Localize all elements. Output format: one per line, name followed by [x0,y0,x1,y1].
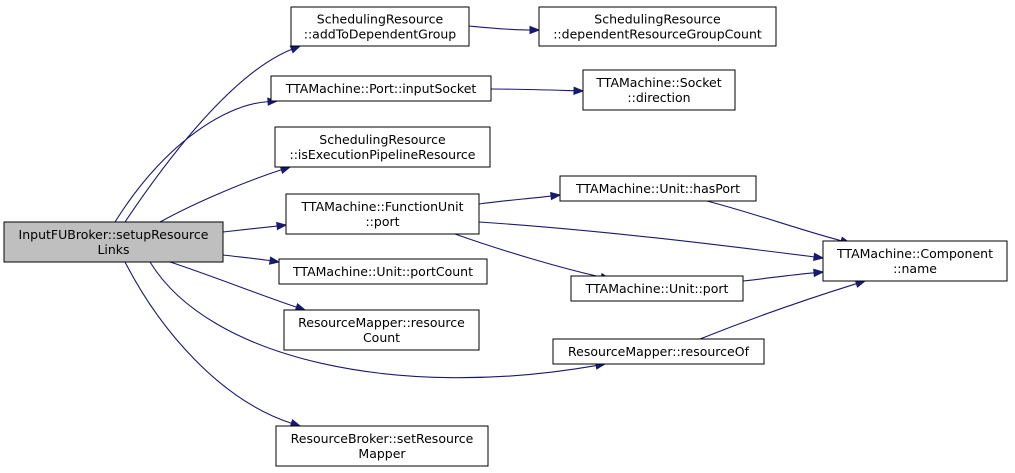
edge-line [114,101,269,223]
edge-line [159,169,282,223]
node-label-line: SchedulingResource [317,12,444,27]
node-comp-name[interactable]: TTAMachine::Component::name [822,240,1008,282]
node-port-count[interactable]: TTAMachine::Unit::portCount [278,258,488,285]
edge-line [124,48,292,223]
edge-line [169,261,297,308]
node-direction[interactable]: TTAMachine::Socket::direction [582,69,736,111]
arrowhead-icon [294,302,307,312]
node-label-line: ::port [365,214,399,229]
node-res-of[interactable]: ResourceMapper::resourceOf [552,338,765,365]
edge-line [222,225,278,233]
node-box [570,275,744,302]
node-label-line: TTAMachine::Unit::portCount [292,264,473,279]
edge-line [124,261,292,424]
node-label-line: ::addToDependentGroup [304,27,457,42]
node-box [283,309,480,351]
edge-fu-port-to-has-port [478,191,562,205]
node-input-socket[interactable]: TTAMachine::Port::inputSocket [270,75,492,102]
node-label-line: TTAMachine::Unit::port [585,281,729,296]
node-label-line: TTAMachine::Unit::hasPort [575,181,740,196]
node-is-exec[interactable]: SchedulingResource::isExecutionPipelineR… [274,126,491,168]
edge-line [468,25,531,31]
node-label-line: ResourceMapper::resource [298,315,465,330]
node-label-line: ::name [893,261,937,276]
arrowhead-icon [573,86,585,95]
node-label-line: ::isExecutionPipelineResource [290,147,476,162]
arrowhead-icon [813,252,825,262]
edges [114,25,867,428]
node-box [274,126,491,168]
node-unit-port[interactable]: TTAMachine::Unit::port [570,275,744,302]
node-box [290,6,470,47]
edge-setup-to-fu-port [222,221,288,233]
node-dep-count[interactable]: SchedulingResource::dependentResourceGro… [538,6,777,47]
edge-line [706,200,842,242]
node-label-line: ::direction [627,90,690,105]
node-box [278,258,488,285]
edge-setup-to-is-exec [159,165,292,223]
arrowhead-icon [550,191,562,201]
node-label-line: TTAMachine::FunctionUnit [301,199,464,214]
node-box [552,338,765,365]
node-label-line: SchedulingResource [319,132,446,147]
edge-setup-to-port-count [222,254,281,265]
node-box [559,175,757,202]
edge-setup-to-set-mapper [124,261,302,428]
node-label-line: Links [97,242,129,257]
arrowhead-icon [289,45,302,54]
node-add-to-dep[interactable]: SchedulingResource::addToDependentGroup [290,6,470,47]
node-has-port[interactable]: TTAMachine::Unit::hasPort [559,175,757,202]
arrowhead-icon [276,221,288,231]
node-fu-port[interactable]: TTAMachine::FunctionUnit::port [285,193,480,235]
node-label-line: TTAMachine::Port::inputSocket [285,81,477,96]
node-label-line: ResourceBroker::setResource [291,431,474,446]
arrowhead-icon [529,25,541,35]
edge-add-to-dep-to-dep-count [468,25,541,35]
edge-setup-to-add-to-dep [124,45,302,223]
node-label-line: TTAMachine::Component [836,246,993,261]
edge-fu-port-to-comp-name [478,221,825,262]
node-label-line: Count [363,330,400,345]
edge-has-port-to-comp-name [706,200,852,245]
arrowhead-icon [268,256,281,265]
node-label-line: Mapper [358,446,406,461]
edge-line [742,272,815,282]
node-label-line: ResourceMapper::resourceOf [568,344,750,359]
node-label-line: InputFUBroker::setupResource [19,227,209,242]
node-label-line: SchedulingResource [594,12,721,27]
node-box [275,425,489,467]
node-box [582,69,736,111]
edge-line [699,283,857,340]
edge-line [222,254,271,262]
edge-line [490,88,575,92]
node-box [285,193,480,235]
edge-line [478,221,815,258]
node-box [822,240,1008,282]
arrowhead-icon [813,268,825,278]
node-label-line: ::dependentResourceGroupCount [553,27,762,42]
node-label-line: TTAMachine::Socket [595,75,721,90]
node-box [3,221,224,263]
edge-line [454,233,602,278]
node-box [270,75,492,102]
edge-line [478,195,552,205]
edge-line [149,261,597,379]
edge-unit-port-to-comp-name [742,268,825,282]
edge-input-socket-to-direction [490,86,585,95]
node-box [538,6,777,47]
